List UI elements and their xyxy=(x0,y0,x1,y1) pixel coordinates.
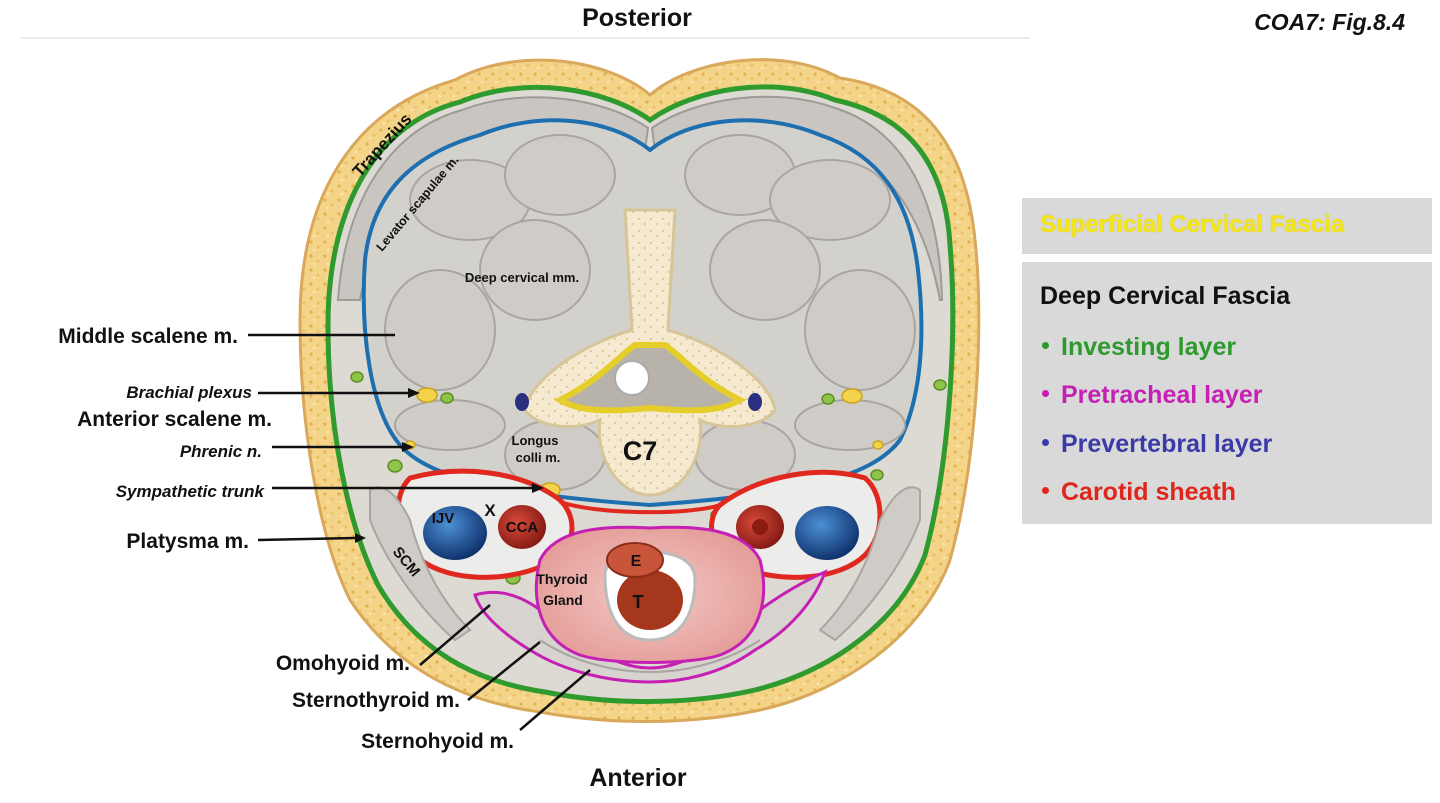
deep-cervical-muscles-label: Deep cervical mm. xyxy=(465,270,579,285)
sternocleidomastoid-muscle xyxy=(369,486,472,642)
sympathetic-trunk-label: Sympathetic trunk xyxy=(116,482,266,501)
brachial-plexus-label: Brachial plexus xyxy=(126,383,252,402)
sternohyoid-label: Sternohyoid m. xyxy=(361,730,514,753)
anterior-label: Anterior xyxy=(589,764,687,792)
legend-item-pretracheal: Pretracheal layer xyxy=(1042,381,1263,410)
middle-scalene-label: Middle scalene m. xyxy=(58,325,238,348)
bullet-icon xyxy=(1042,389,1049,397)
omohyoid-label: Omohyoid m. xyxy=(276,652,410,675)
esophagus-label: E xyxy=(631,553,642,570)
legend-item-label: Prevertebral layer xyxy=(1061,430,1273,458)
bullet-icon xyxy=(1042,438,1049,446)
thyroid-gland-label-2: Gland xyxy=(543,592,583,608)
longus-colli-label-1: Longus xyxy=(512,433,559,448)
common-carotid-artery-left xyxy=(498,505,546,549)
legend-item-investing: Investing layer xyxy=(1042,333,1236,362)
trachea-label: T xyxy=(633,592,644,612)
figure-reference: COA7: Fig.8.4 xyxy=(1254,9,1405,35)
posterior-label: Posterior xyxy=(582,4,692,32)
bullet-icon xyxy=(1042,486,1049,494)
superficial-fascia-legend-text: Superficial Cervical Fascia xyxy=(1040,211,1345,238)
superficial-fascia-legend-box: Superficial Cervical Fascia xyxy=(1022,198,1432,254)
deep-fascia-legend-box: Deep Cervical Fascia Investing layer Pre… xyxy=(1022,262,1432,524)
phrenic-nerve-label: Phrenic n. xyxy=(180,442,262,461)
legend-item-carotid: Carotid sheath xyxy=(1042,478,1236,507)
platysma-label: Platysma m. xyxy=(126,530,249,553)
legend-item-label: Carotid sheath xyxy=(1061,478,1237,506)
thyroid-gland-label-1: Thyroid xyxy=(536,571,587,587)
deep-fascia-legend-title: Deep Cervical Fascia xyxy=(1040,282,1291,310)
legend-item-label: Investing layer xyxy=(1061,333,1237,361)
c7-label: C7 xyxy=(623,436,658,466)
sternothyroid-label: Sternothyroid m. xyxy=(292,689,460,712)
vagus-label: X xyxy=(484,501,496,520)
esophagus xyxy=(606,542,664,578)
cca-label: CCA xyxy=(506,519,539,536)
legend-item-prevertebral: Prevertebral layer xyxy=(1042,430,1272,459)
internal-jugular-vein-left xyxy=(423,506,487,560)
bullet-icon xyxy=(1042,341,1049,349)
legend-item-label: Pretracheal layer xyxy=(1061,381,1263,409)
longus-colli-label-2: colli m. xyxy=(516,450,561,465)
anterior-scalene-label: Anterior scalene m. xyxy=(77,408,272,431)
ijv-label: IJV xyxy=(432,510,455,527)
